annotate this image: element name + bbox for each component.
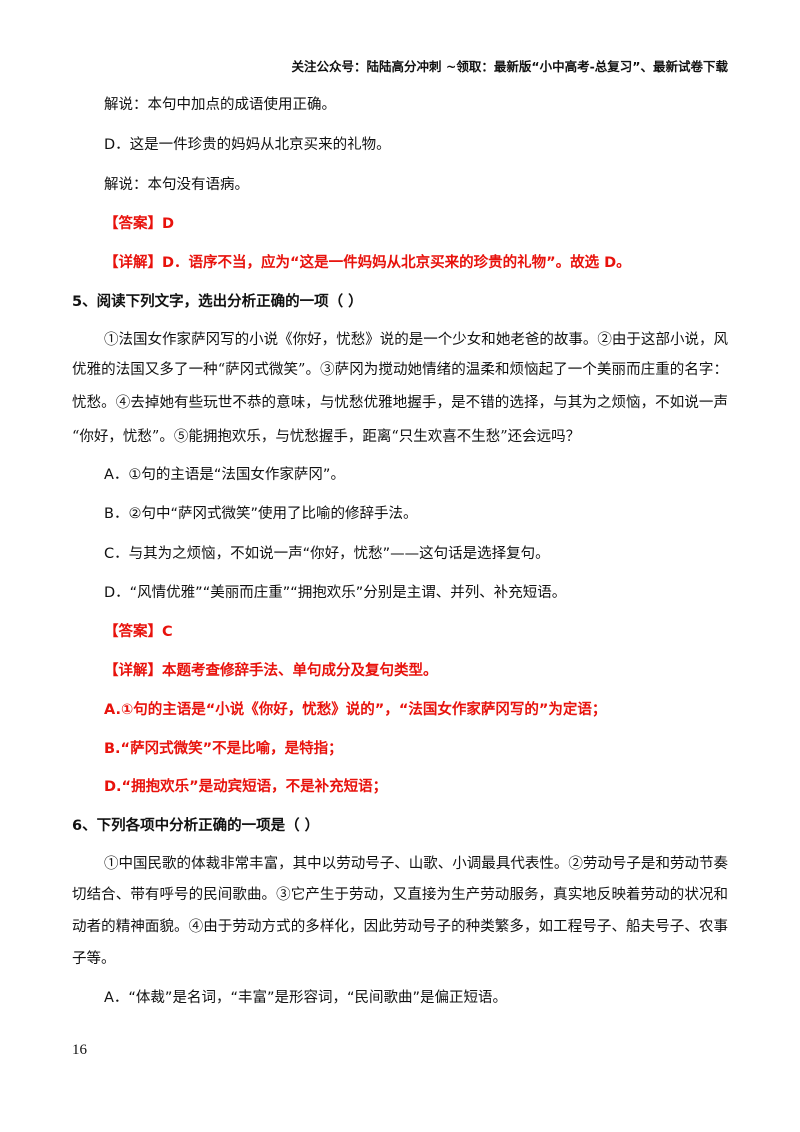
explanation-d: 解说：本句没有语病。 xyxy=(104,177,249,193)
option-d: D．这是一件珍贵的妈妈从北京买来的礼物。 xyxy=(104,137,391,153)
q5-answer-label: 【答案】C xyxy=(104,624,173,640)
explanation-c: 解说：本句中加点的成语使用正确。 xyxy=(104,97,336,113)
q5-passage-line: ①法国女作家萨冈写的小说《你好，忧愁》说的是一个少女和她老爸的故事。②由于这部小… xyxy=(104,332,728,348)
q5-detail-line: 【详解】本题考查修辞手法、单句成分及复句类型。 xyxy=(104,663,438,679)
page-header: 关注公众号：陆陆高分冲刺 ~领取：最新版“小中高考-总复习”、最新试卷下载 xyxy=(291,59,728,74)
detail-text: 【详解】D．语序不当，应为“这是一件妈妈从北京买来的珍贵的礼物”。故选 D。 xyxy=(104,255,631,271)
q5-option-c: C．与其为之烦恼，不如说一声“你好，忧愁”——这句话是选择复句。 xyxy=(104,546,550,562)
q5-passage-line: 忧愁。④去掉她有些玩世不恭的意味，与忧愁优雅地握手，是不错的选择，与其为之烦恼，… xyxy=(72,395,728,411)
q5-option-d: D．“风情优雅”“美丽而庄重”“拥抱欢乐”分别是主谓、并列、补充短语。 xyxy=(104,585,567,601)
q5-detail-line: D.“拥抱欢乐”是动宾短语，不是补充短语； xyxy=(104,779,388,795)
q5-option-b: B．②句中“萨冈式微笑”使用了比喻的修辞手法。 xyxy=(104,506,418,522)
answer-label: 【答案】D xyxy=(104,216,175,232)
q5-option-a: A．①句的主语是“法国女作家萨冈”。 xyxy=(104,467,345,483)
q5-detail-line: A.①句的主语是“小说《你好，忧愁》说的”，“法国女作家萨冈写的”为定语； xyxy=(104,702,607,718)
q6-passage-line: 动者的精神面貌。④由于劳动方式的多样化，因此劳动号子的种类繁多，如工程号子、船夫… xyxy=(72,919,728,935)
q5-passage-line: “你好，忧愁”。⑤能拥抱欢乐，与忧愁握手，距离“只生欢喜不生愁”还会远吗？ xyxy=(72,429,581,445)
question-5-title: 5、阅读下列文字，选出分析正确的一项（ ） xyxy=(72,294,363,310)
question-6-title: 6、下列各项中分析正确的一项是（ ） xyxy=(72,818,320,834)
q6-passage-line: 切结合、带有呼号的民间歌曲。③它产生于劳动，又直接为生产劳动服务，真实地反映着劳… xyxy=(72,887,728,903)
page-number: 16 xyxy=(72,1042,87,1058)
q5-detail-line: B.“萨冈式微笑”不是比喻，是特指； xyxy=(104,741,343,757)
q5-passage-line: 优雅的法国又多了一种“萨冈式微笑”。③萨冈为搅动她情绪的温柔和烦恼起了一个美丽而… xyxy=(72,362,728,378)
q6-passage-line: 子等。 xyxy=(72,951,116,967)
q6-option-a: A．“体裁”是名词，“丰富”是形容词，“民间歌曲”是偏正短语。 xyxy=(104,990,507,1006)
q6-passage-line: ①中国民歌的体裁非常丰富，其中以劳动号子、山歌、小调最具代表性。②劳动号子是和劳… xyxy=(104,856,728,872)
